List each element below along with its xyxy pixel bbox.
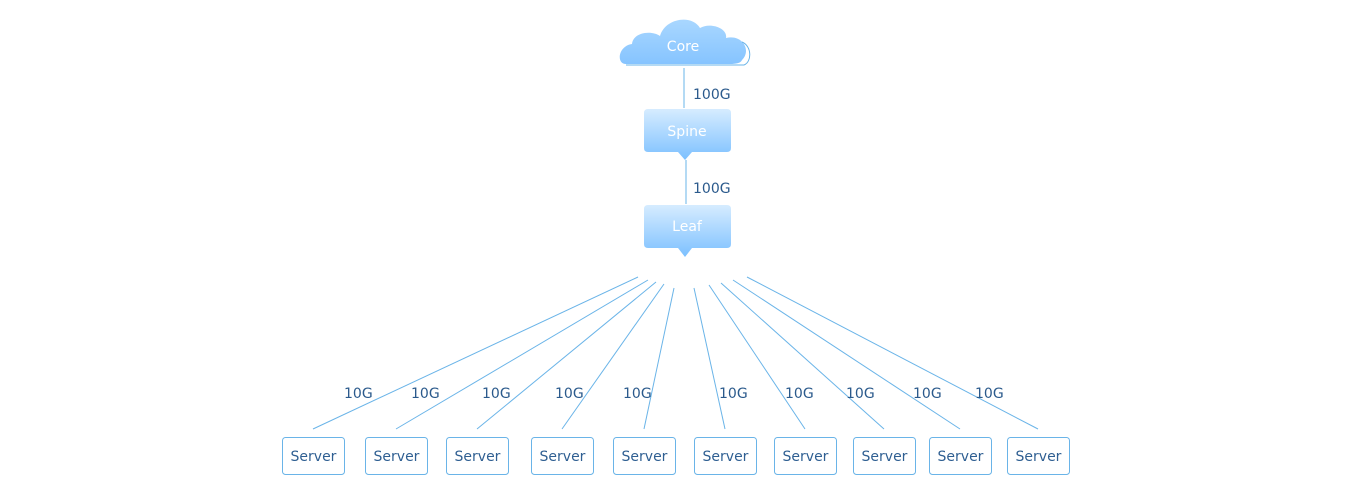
- server-node-9[interactable]: Server: [929, 437, 992, 475]
- server-box: [1007, 437, 1070, 475]
- server-node-3[interactable]: Server: [446, 437, 509, 475]
- link-leaf-server-9-label: 10G: [913, 386, 942, 402]
- server-label: Server: [291, 449, 337, 465]
- server-row: Server Server Server Server Server Server Serv…: [282, 437, 1070, 475]
- server-box: [929, 437, 992, 475]
- leaf-label: Leaf: [672, 219, 703, 235]
- server-label: Server: [783, 449, 829, 465]
- server-box: [365, 437, 428, 475]
- server-label: Server: [703, 449, 749, 465]
- server-label: Server: [374, 449, 420, 465]
- link-leaf-server-6-label: 10G: [719, 386, 748, 402]
- server-box: [531, 437, 594, 475]
- link-leaf-server-2-label: 10G: [411, 386, 440, 402]
- server-node-7[interactable]: Server: [774, 437, 837, 475]
- leaf-callout-shape: [644, 205, 731, 257]
- link-leaf-server-3-label: 10G: [482, 386, 511, 402]
- link-leaf-server-7-label: 10G: [785, 386, 814, 402]
- link-leaf-server-9: [732, 279, 961, 430]
- server-node-2[interactable]: Server: [365, 437, 428, 475]
- link-leaf-server-2: [395, 279, 649, 430]
- core-node[interactable]: Core: [619, 19, 751, 66]
- server-node-10[interactable]: Server: [1007, 437, 1070, 475]
- server-label: Server: [455, 449, 501, 465]
- server-box: [446, 437, 509, 475]
- link-leaf-server-5-label: 10G: [623, 386, 652, 402]
- spine-callout-shape: [644, 109, 731, 160]
- server-label: Server: [622, 449, 668, 465]
- link-leaf-server-8: [720, 282, 885, 430]
- server-label: Server: [540, 449, 586, 465]
- server-label: Server: [862, 449, 908, 465]
- spine-label: Spine: [667, 124, 706, 140]
- server-box: [694, 437, 757, 475]
- link-leaf-server-6: [693, 287, 726, 430]
- core-label: Core: [667, 39, 699, 55]
- server-node-6[interactable]: Server: [694, 437, 757, 475]
- link-leaf-server-3: [476, 281, 657, 430]
- server-node-8[interactable]: Server: [853, 437, 916, 475]
- link-leaf-server-10: [746, 276, 1039, 430]
- server-box: [282, 437, 345, 475]
- server-box: [853, 437, 916, 475]
- leaf-server-link-labels: 10G 10G 10G 10G 10G 10G 10G 10G 10G 10G: [344, 386, 1004, 402]
- link-leaf-server-5: [643, 287, 675, 430]
- leaf-node[interactable]: Leaf: [644, 205, 731, 257]
- link-leaf-server-8-label: 10G: [846, 386, 875, 402]
- link-leaf-server-7: [708, 284, 806, 430]
- link-core-spine-label: 100G: [693, 87, 731, 103]
- server-label: Server: [1016, 449, 1062, 465]
- link-leaf-server-1-label: 10G: [344, 386, 373, 402]
- leaf-server-links: [312, 276, 1039, 430]
- server-node-5[interactable]: Server: [613, 437, 676, 475]
- server-box: [774, 437, 837, 475]
- cloud-icon: [619, 19, 747, 64]
- link-spine-leaf-label: 100G: [693, 181, 731, 197]
- server-node-1[interactable]: Server: [282, 437, 345, 475]
- spine-node[interactable]: Spine: [644, 109, 731, 160]
- server-label: Server: [938, 449, 984, 465]
- link-leaf-server-4-label: 10G: [555, 386, 584, 402]
- link-leaf-server-4: [561, 283, 665, 430]
- server-box: [613, 437, 676, 475]
- server-node-4[interactable]: Server: [531, 437, 594, 475]
- link-leaf-server-1: [312, 276, 639, 430]
- cloud-outline: [626, 41, 751, 66]
- link-leaf-server-10-label: 10G: [975, 386, 1004, 402]
